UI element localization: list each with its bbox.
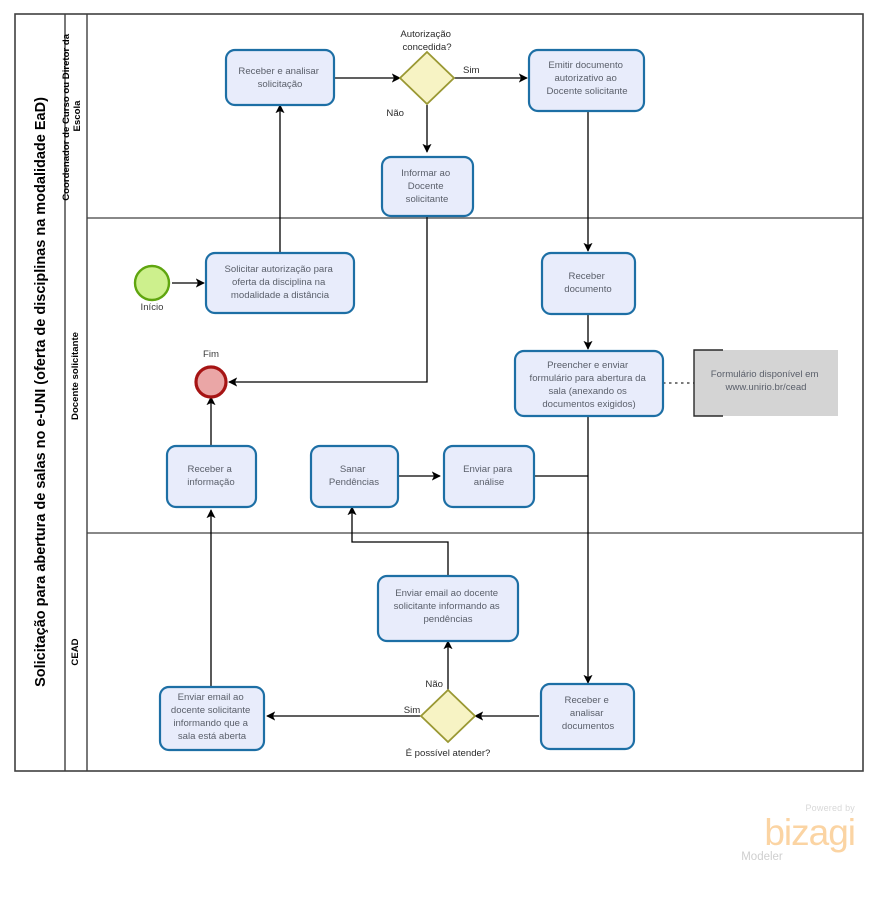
lane-label-docente: Docente solicitante bbox=[70, 332, 81, 420]
task-enviar-para-analise[interactable]: Enviar para análise bbox=[442, 444, 536, 509]
task-line: documento bbox=[564, 284, 611, 295]
sequence-flows bbox=[172, 73, 593, 721]
task-line: documentos bbox=[562, 721, 614, 732]
powered-by-label: Powered by bbox=[805, 803, 855, 813]
task-line: Docente bbox=[408, 181, 444, 192]
task-line: analisar bbox=[570, 708, 604, 719]
task-enviar-email-sala-aberta[interactable]: Enviar email ao docente solicitante info… bbox=[158, 685, 266, 752]
task-line: informação bbox=[187, 477, 234, 488]
svg-text:Sanar Pendências: Sanar Pendências bbox=[329, 464, 379, 488]
flow-informar-to-fim bbox=[228, 216, 428, 387]
flow-label-nao-atender: Não bbox=[425, 679, 443, 690]
pool-frame bbox=[14, 13, 864, 772]
task-line: autorizativo ao bbox=[554, 73, 616, 84]
lane-label-coordenador: Coordenador de Curso ou Diretor da Escol… bbox=[61, 31, 83, 201]
svg-text:Enviar email ao docente: Enviar email ao docente solicitante info… bbox=[394, 588, 503, 625]
gateway-label-line: Autorização bbox=[400, 29, 451, 40]
task-informar-docente[interactable]: Informar ao Docente solicitante bbox=[380, 155, 475, 218]
gateway-possivel-atender[interactable]: É possível atender? bbox=[406, 688, 491, 759]
task-line: Enviar email ao docente bbox=[395, 588, 498, 599]
task-preencher-enviar-formulario[interactable]: Preencher e enviar formulário para abert… bbox=[513, 349, 665, 418]
task-line: pendências bbox=[423, 614, 472, 625]
end-event-label: Fim bbox=[203, 349, 219, 360]
svg-text:Formulário disponível em: Formulário disponível em www.unirio.br/c… bbox=[711, 369, 821, 393]
svg-text:Receber e analisar so: Receber e analisar solicitação bbox=[238, 66, 321, 90]
task-receber-informacao[interactable]: Receber a informação bbox=[165, 444, 258, 509]
task-line: Enviar para bbox=[463, 464, 513, 475]
svg-text:Receber a informação: Receber a informação bbox=[187, 464, 234, 488]
task-line: Pendências bbox=[329, 477, 379, 488]
task-emitir-documento[interactable]: Emitir documento autorizativo ao Docente… bbox=[527, 48, 646, 113]
task-line: documentos exigidos) bbox=[542, 399, 635, 410]
pool-title: Solicitação para abertura de salas no e-… bbox=[33, 97, 49, 687]
task-line: informando que a bbox=[173, 718, 248, 729]
task-line: sala está aberta bbox=[178, 731, 247, 742]
task-line: Informar ao bbox=[401, 168, 450, 179]
gateway-autorizacao-concedida[interactable]: Autorização concedida? bbox=[398, 29, 456, 106]
svg-text:Solicitar autorização para: Solicitar autorização para oferta da dis… bbox=[225, 264, 336, 301]
task-receber-analisar-solicitacao[interactable]: Receber e analisar solicitação bbox=[224, 48, 336, 107]
svg-text:Enviar para análise: Enviar para análise bbox=[463, 464, 515, 488]
end-event-fim[interactable]: Fim bbox=[194, 349, 228, 399]
bizagi-branding: Powered by bizagi Modeler bbox=[741, 803, 856, 863]
task-line: modalidade a distância bbox=[231, 290, 330, 301]
task-line: docente solicitante bbox=[171, 705, 250, 716]
svg-text:Receber e analisar: Receber e analisar documentos bbox=[562, 695, 614, 732]
annotation-formulario: Formulário disponível em www.unirio.br/c… bbox=[663, 349, 838, 417]
task-line: Receber e bbox=[565, 695, 609, 706]
task-line: Receber bbox=[569, 271, 606, 282]
lane-label-line: Escola bbox=[72, 100, 83, 132]
flow-email-pendencias-to-sanar bbox=[347, 506, 449, 575]
task-enviar-email-pendencias[interactable]: Enviar email ao docente solicitante info… bbox=[376, 574, 520, 643]
task-line: Solicitar autorização para bbox=[225, 264, 334, 275]
gateway-label-line: concedida? bbox=[402, 42, 451, 53]
task-receber-analisar-documentos[interactable]: Receber e analisar documentos bbox=[539, 682, 636, 751]
task-line: solicitação bbox=[258, 79, 303, 90]
gateway-label: É possível atender? bbox=[406, 748, 491, 759]
task-line: Sanar bbox=[340, 464, 366, 475]
task-line: Receber a bbox=[188, 464, 233, 475]
lane-label-text: Docente solicitante bbox=[70, 332, 81, 420]
lane-label-text: CEAD bbox=[70, 638, 81, 665]
gateway-label: Autorização concedida? bbox=[400, 29, 453, 53]
start-event-inicio[interactable]: Início bbox=[133, 264, 171, 313]
flow-labels: Sim Não Não Sim bbox=[386, 65, 479, 716]
task-line: Emitir documento bbox=[548, 60, 623, 71]
task-solicitar-autorizacao[interactable]: Solicitar autorização para oferta da dis… bbox=[204, 251, 356, 315]
svg-text:Enviar email ao docent: Enviar email ao docente solicitante info… bbox=[171, 692, 253, 742]
task-line: formulário para abertura da bbox=[530, 373, 647, 384]
svg-text:Emitir documento autor: Emitir documento autorizativo ao Docente… bbox=[546, 60, 627, 97]
task-line: Receber e analisar bbox=[238, 66, 319, 77]
bizagi-wordmark: bizagi bbox=[764, 812, 855, 853]
task-line: oferta da disciplina na bbox=[232, 277, 326, 288]
svg-text:Informar ao Docente: Informar ao Docente solicitante bbox=[401, 168, 453, 205]
task-receber-documento[interactable]: Receber documento bbox=[540, 251, 637, 316]
task-line: Preencher e enviar bbox=[547, 360, 629, 371]
task-sanar-pendencias[interactable]: Sanar Pendências bbox=[309, 444, 400, 509]
pool-title-text: Solicitação para abertura de salas no e-… bbox=[33, 97, 49, 687]
task-line: Enviar email ao bbox=[178, 692, 244, 703]
annotation-line: www.unirio.br/cead bbox=[724, 382, 806, 393]
svg-text:Receber documento: Receber documento bbox=[564, 271, 611, 295]
task-line: sala (anexando os bbox=[548, 386, 627, 397]
task-line: solicitante bbox=[406, 194, 449, 205]
lane-label-cead: CEAD bbox=[70, 638, 81, 665]
start-event-label: Início bbox=[141, 302, 164, 313]
svg-text:Preencher e enviar for: Preencher e enviar formulário para abert… bbox=[530, 360, 649, 410]
task-line: solicitante informando as bbox=[394, 601, 500, 612]
annotation-line: Formulário disponível em bbox=[711, 369, 819, 380]
flow-label-nao-autorizacao: Não bbox=[386, 108, 404, 119]
flow-label-sim-atender: Sim bbox=[404, 705, 421, 716]
lane-label-line: Coordenador de Curso ou Diretor da bbox=[61, 33, 72, 201]
task-line: Docente solicitante bbox=[546, 86, 627, 97]
flow-label-sim-autorizacao: Sim bbox=[463, 65, 480, 76]
bizagi-edition-label: Modeler bbox=[741, 851, 783, 863]
task-line: análise bbox=[474, 477, 504, 488]
svg-text:Coordenador de Curso ou Direto: Coordenador de Curso ou Diretor da Escol… bbox=[61, 31, 83, 201]
